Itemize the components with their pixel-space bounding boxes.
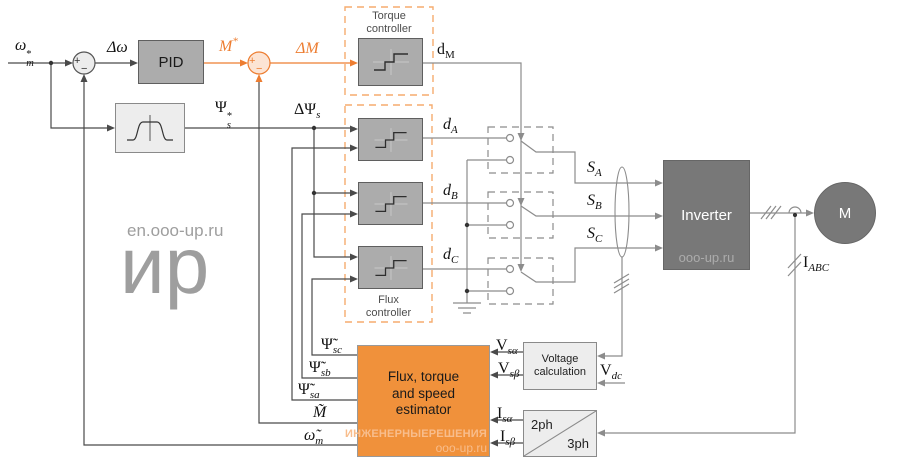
label-i-abc: IABC	[803, 254, 830, 275]
voltage-calc-line1: Voltage	[541, 352, 579, 365]
inverter-label: Inverter	[681, 206, 732, 224]
hysteresis-icon	[374, 127, 407, 152]
label-d-b: dB	[443, 182, 458, 203]
estimator-watermark: ИНЖЕНЕРНЫЕРЕШЕНИЯ ooo-up.ru	[344, 428, 487, 455]
motor-wires	[601, 205, 811, 434]
torque-hysteresis-block	[358, 38, 423, 86]
voltage-calc-line2: calculation	[534, 366, 586, 378]
voltage-calculation-block: Voltage calculation	[523, 342, 597, 390]
label-m-ref: M*	[219, 35, 238, 55]
label-s-c: SC	[587, 225, 603, 246]
inverter-watermark: ooo-up.ru	[678, 250, 735, 265]
phase-conv-2ph: 2ph	[531, 417, 553, 432]
flux-curve-icon	[127, 115, 173, 141]
label-s-a: SA	[587, 159, 602, 180]
label-delta-omega: Δω	[107, 39, 128, 56]
reference-wires	[8, 60, 355, 258]
hysteresis-icon	[374, 191, 407, 216]
flux-hysteresis-block-c	[358, 246, 423, 289]
label-delta-psi: ΔΨs	[294, 101, 321, 122]
diagonal-divider	[524, 411, 596, 456]
label-delta-m: ΔM	[296, 40, 319, 57]
label-psi-sa: Ψ̃sa	[298, 381, 320, 402]
label-d-c: dC	[443, 246, 459, 267]
label-i-sb: Isβ	[500, 428, 516, 449]
plus-sign: +	[74, 55, 81, 67]
two-phase-slash	[787, 253, 802, 277]
label-i-sa: Isα	[497, 405, 513, 426]
flux-hysteresis-block-a	[358, 118, 423, 161]
minus-sign: −	[256, 63, 263, 75]
torque-controller-dashed-box	[344, 6, 434, 96]
label-v-sa: Vsα	[496, 337, 518, 358]
label-psi-ref: Ψ*s	[215, 99, 233, 131]
minus-sign: −	[81, 63, 88, 75]
label-v-dc: Vdc	[600, 362, 622, 383]
label-v-sb: Vsβ	[498, 360, 520, 381]
motor-label: M	[838, 204, 852, 222]
label-m-est: M̃	[313, 404, 327, 421]
flux-controller-caption: Flux controller	[365, 294, 412, 319]
three-phase-slash	[760, 205, 782, 220]
estimator-block: Flux, torque and speed estimator ИНЖЕНЕР…	[345, 345, 490, 457]
three-phase-slash	[613, 273, 630, 294]
measurement-hop	[788, 206, 802, 214]
flux-reference-block	[115, 103, 185, 153]
hysteresis-icon	[374, 255, 407, 280]
inverter-block: Inverter ooo-up.ru	[663, 160, 750, 270]
estimator-label-line2: and speed	[391, 385, 456, 401]
watermark-site: en.ooo-up.ru	[127, 221, 224, 240]
hysteresis-icon	[372, 49, 409, 75]
label-s-b: SB	[587, 192, 602, 213]
estimator-label-line1: Flux, torque	[387, 368, 460, 384]
motor-block: M	[814, 182, 876, 244]
watermark-logo: ир	[120, 221, 210, 310]
signal-bundle	[601, 166, 630, 384]
flux-hysteresis-block-b	[358, 182, 423, 225]
pid-block: PID	[138, 40, 204, 84]
phase-conversion-block: 2ph 3ph	[523, 410, 597, 457]
plus-sign: +	[249, 55, 256, 67]
arrowheads	[65, 59, 814, 447]
label-psi-sc: Ψ̃sc	[321, 336, 342, 357]
label-psi-sb: Ψ̃sb	[309, 359, 331, 380]
switch-c-dashed-box	[487, 257, 554, 305]
pid-label: PID	[158, 53, 184, 71]
switch-a-dashed-box	[487, 126, 554, 174]
torque-controller-caption: Torque controller	[366, 10, 412, 35]
flux-controller-dashed-box	[344, 104, 433, 323]
estimator-label-line3: estimator	[395, 402, 452, 418]
ground-symbol	[453, 302, 481, 314]
label-omega-est: ω̃m	[304, 427, 324, 448]
label-d-a: dA	[443, 116, 458, 137]
label-d-m: dM	[437, 41, 455, 62]
phase-conv-3ph: 3ph	[567, 436, 589, 451]
switch-b-dashed-box	[487, 191, 554, 239]
label-omega-ref: ω*m	[15, 37, 34, 69]
feedback-wires	[83, 77, 357, 446]
